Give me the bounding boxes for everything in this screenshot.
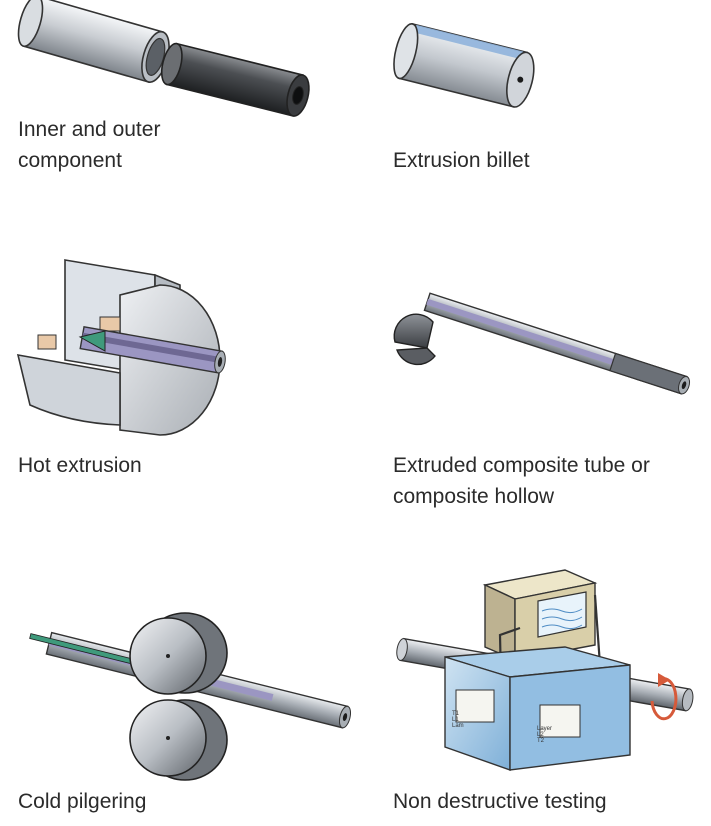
extrusion-press-icon	[16, 259, 226, 436]
ndt-unit-icon	[396, 569, 694, 771]
pilger-rolls-icon	[29, 612, 352, 781]
caption-line1: Extruded composite tube or	[393, 454, 650, 477]
caption-line2: component	[18, 149, 122, 172]
tube-components-icon	[17, 0, 310, 117]
billet-icon	[393, 22, 535, 108]
caption-line1: Inner and outer	[18, 118, 161, 141]
gauge-label-1: T1 L1 Lam	[452, 711, 464, 729]
caption-line1: Non destructive testing	[393, 790, 607, 813]
gauge-label-2: Layer L2 T2	[537, 726, 553, 744]
caption-line1: Cold pilgering	[18, 790, 147, 813]
caption-line1: Extrusion billet	[393, 149, 530, 172]
caption-line1: Hot extrusion	[18, 454, 142, 477]
composite-tube-icon	[393, 292, 691, 395]
caption-line2: composite hollow	[393, 485, 555, 508]
